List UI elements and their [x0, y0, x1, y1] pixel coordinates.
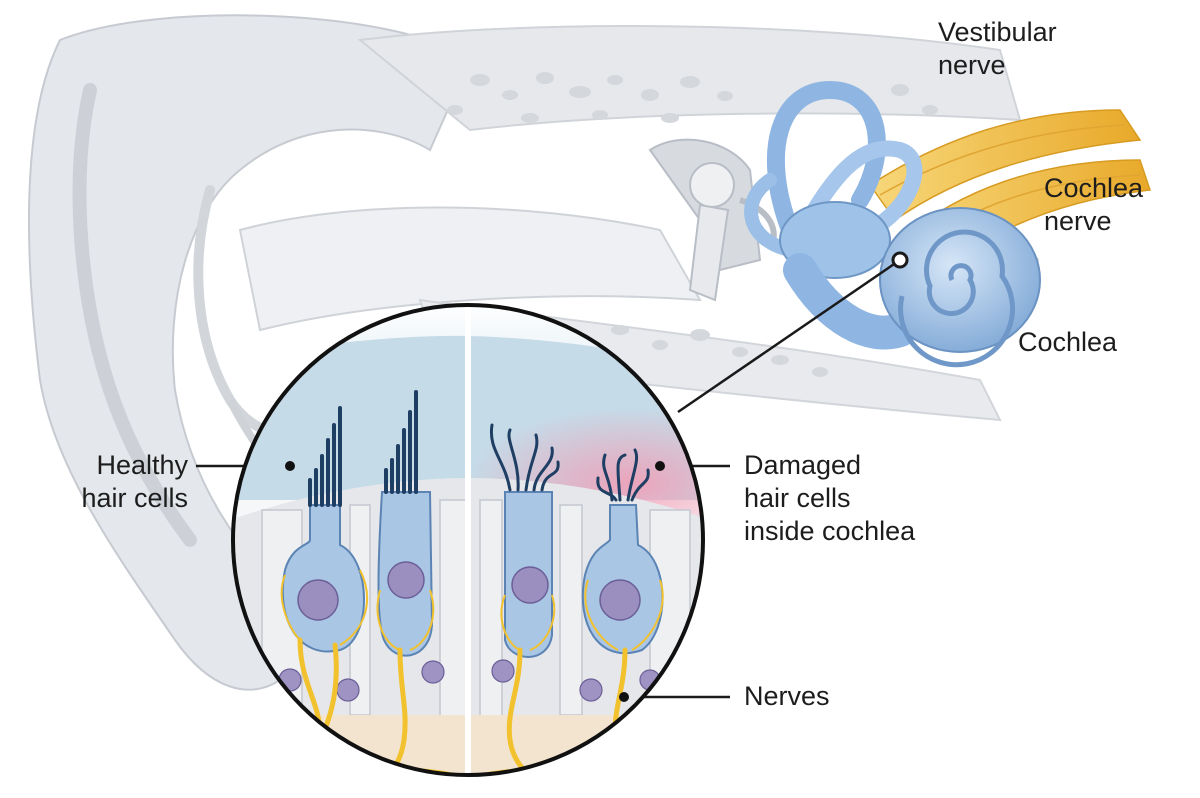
label-healthy-hair-cells: Healthy hair cells	[81, 450, 188, 513]
semicircular-canals	[744, 80, 923, 279]
callout-marker	[891, 251, 909, 269]
label-damaged-hair-cells: Damaged hair cells inside cochlea	[744, 450, 916, 546]
cochlea-callout-line	[677, 258, 901, 414]
nerves-marker	[619, 692, 629, 702]
label-cochlea-nerve: Cochlea nerve	[1044, 173, 1144, 236]
label-vestibular-nerve: Vestibular nerve	[938, 17, 1057, 80]
damaged-marker	[655, 461, 665, 471]
healthy-marker	[285, 461, 295, 471]
label-nerves: Nerves	[744, 681, 830, 711]
label-cochlea: Cochlea	[1018, 327, 1118, 357]
cochlea-shape	[783, 207, 1041, 368]
